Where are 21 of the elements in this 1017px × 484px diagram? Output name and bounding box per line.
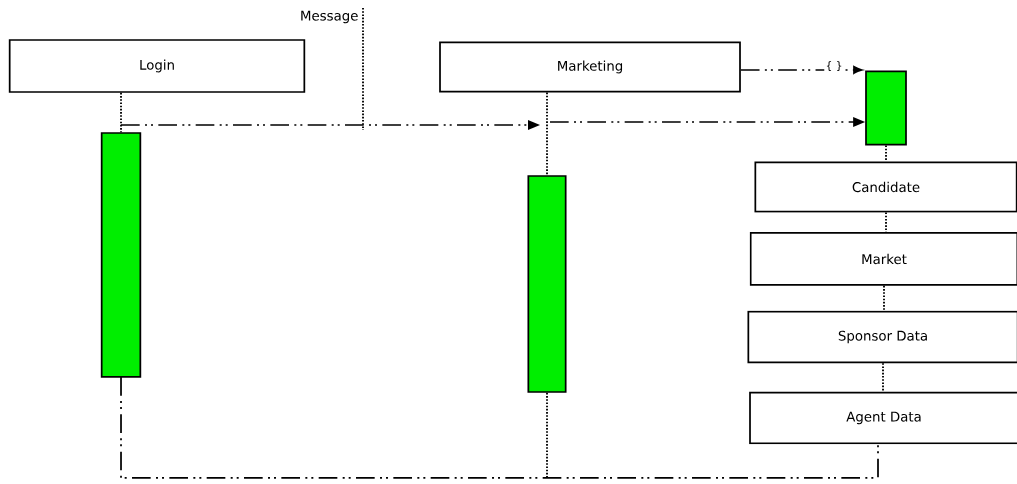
message-arrow [740, 66, 863, 74]
lifeline [883, 284, 885, 312]
message-arrow [120, 120, 540, 130]
object-box: Login [8, 39, 306, 93]
object-box: Market [749, 232, 1017, 286]
object-box: Candidate [754, 161, 1017, 213]
return-line [120, 376, 879, 479]
message-arrow [549, 117, 866, 127]
activation-bar [865, 70, 907, 146]
edge-label: { } [824, 59, 844, 73]
message-label: Message [301, 10, 358, 24]
lifeline [120, 91, 122, 134]
object-box: Marketing [439, 41, 741, 93]
object-box: Sponsor Data [747, 310, 1017, 364]
object-box: Agent Data [749, 391, 1017, 445]
activation-bar [527, 175, 567, 393]
lifeline [546, 391, 548, 478]
activation-bar [100, 132, 142, 378]
lifeline [882, 362, 884, 393]
lifeline [546, 91, 548, 177]
lifeline [885, 144, 887, 163]
